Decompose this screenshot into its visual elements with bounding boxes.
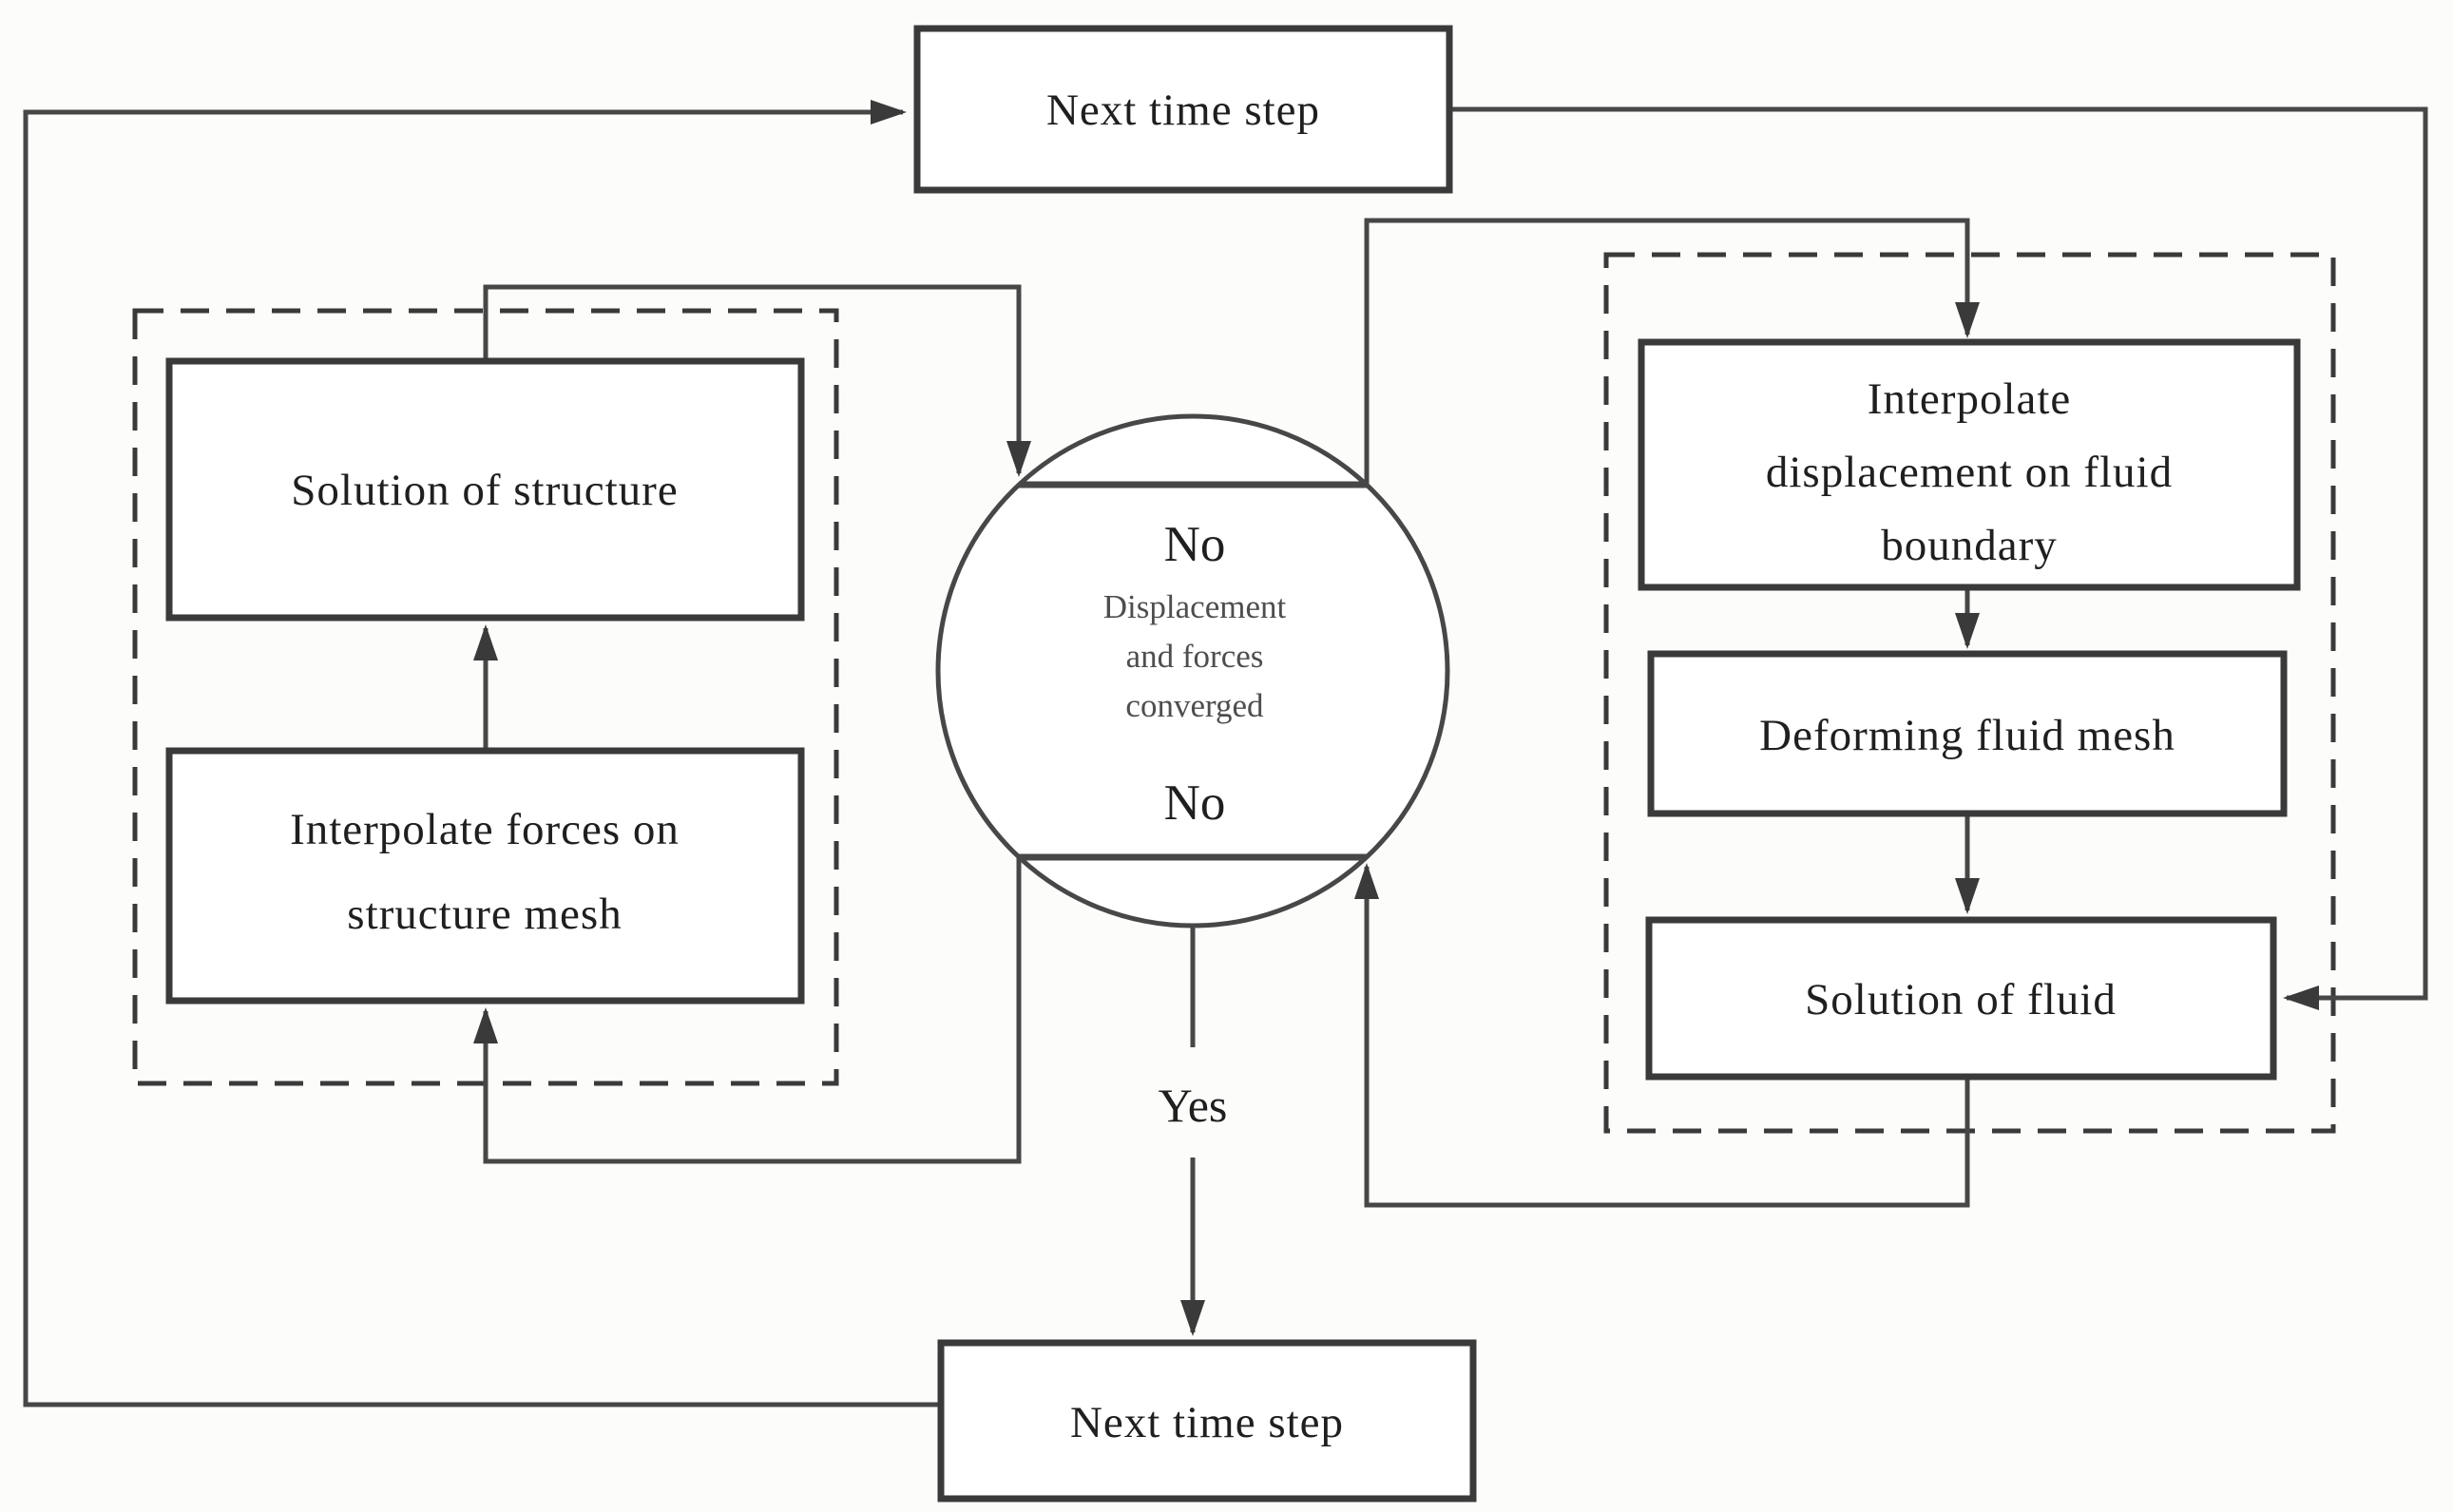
- solution-of-structure-box: [165, 357, 805, 622]
- interpolate-displacement-label-line3: boundary: [1881, 521, 2058, 570]
- solution-of-fluid-box: [1645, 916, 2277, 1081]
- interpolate-displacement-label-line1: Interpolate: [1868, 374, 2072, 424]
- interpolate-forces-label-line1: Interpolate forces on: [290, 805, 680, 854]
- decision-question-line1: Displacement: [1103, 588, 1287, 625]
- edge-decision-no-to-interpolate-displacement: [1364, 218, 1980, 485]
- interpolate-forces-box: [165, 747, 805, 1005]
- solution-of-fluid-label: Solution of fluid: [1805, 975, 2117, 1024]
- edge-solution-of-fluid-to-decision: [1354, 863, 1970, 1208]
- decision-no-top-label: No: [1164, 517, 1226, 572]
- solution-of-structure-label: Solution of structure: [291, 466, 678, 515]
- next-time-step-top-label: Next time step: [1046, 86, 1320, 135]
- deforming-fluid-mesh-label: Deforming fluid mesh: [1759, 711, 2175, 760]
- next-time-step-top-box: [913, 25, 1453, 194]
- edge-decision-no-to-interpolate-forces: [473, 857, 1022, 1164]
- edge-structure-to-decision: [483, 284, 1031, 477]
- deforming-fluid-mesh-box: [1647, 650, 2288, 817]
- edge-bottom-loop-to-top-next-time-step: [23, 100, 941, 1407]
- decision-question-line2: and forces: [1126, 638, 1264, 675]
- next-time-step-bottom-box: [937, 1339, 1477, 1502]
- decision-question-line3: converged: [1125, 687, 1264, 724]
- yes-branch-label: Yes: [1159, 1079, 1228, 1132]
- interpolate-forces-label-line2: structure mesh: [347, 890, 622, 939]
- decision-no-bottom-label: No: [1164, 775, 1226, 831]
- interpolate-displacement-label-line2: displacement on fluid: [1766, 448, 2173, 497]
- edge-top-next-time-step-to-solution-of-fluid: [1449, 106, 2428, 1010]
- next-time-step-bottom-label: Next time step: [1070, 1398, 1344, 1447]
- interpolate-displacement-box: [1638, 338, 2301, 591]
